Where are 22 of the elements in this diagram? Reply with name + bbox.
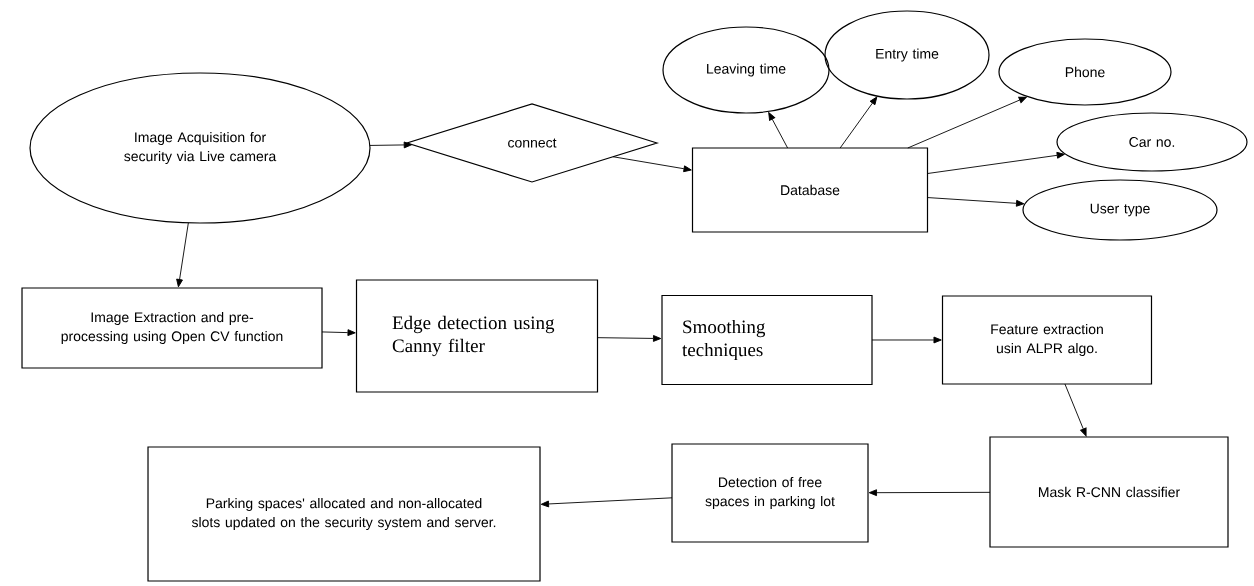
arrow [927, 151, 1065, 174]
arrow [907, 96, 1027, 149]
process-box: Smoothing techniques [661, 294, 873, 386]
process-box: Feature extraction usin ALPR algo. [941, 295, 1153, 385]
arrow [321, 329, 356, 337]
process-box: Detection of free spaces in parking lot [671, 443, 869, 543]
arrow [597, 335, 662, 342]
process-box: Database [691, 147, 929, 233]
arrow [369, 141, 412, 149]
arrow [839, 96, 878, 149]
arrow [176, 222, 189, 288]
arrow [868, 489, 991, 497]
arrow [768, 112, 789, 149]
process-box: Edge detection using Canny filter [355, 279, 599, 393]
arrow [1064, 383, 1087, 437]
process-box: Mask R-CNN classifier [989, 436, 1229, 548]
process-box: Image Extraction and pre-processing using Open CV function [21, 287, 323, 369]
process-box: Parking spaces' allocated and non-allocated slots updated on the security system and server. [147, 446, 541, 582]
arrow [871, 336, 942, 344]
arrow [540, 497, 673, 508]
arrow [927, 197, 1025, 207]
arrow [612, 156, 692, 173]
